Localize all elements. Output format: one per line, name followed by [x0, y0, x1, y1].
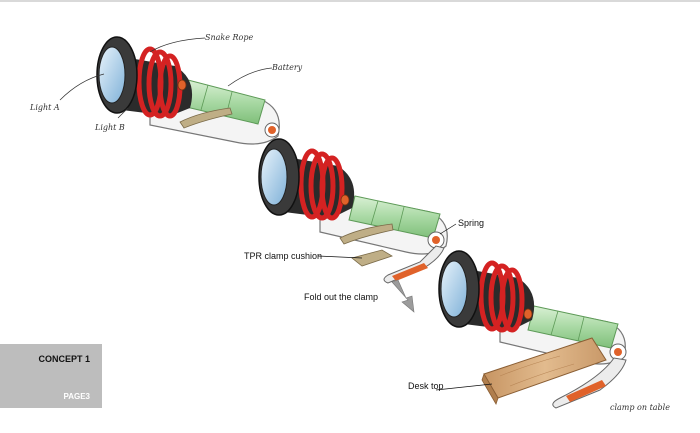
flashlight-view-3: Desk top clamp on table [408, 250, 670, 412]
annotation-clamp-on-table: clamp on table [610, 403, 670, 412]
callout-tpr-clamp-cushion: TPR clamp cushion [244, 251, 322, 261]
callout-desk-top: Desk top [408, 381, 444, 391]
annotation-battery: Battery [271, 63, 303, 72]
rope-strap [179, 107, 233, 129]
callout-spring: Spring [458, 218, 484, 228]
lens [440, 260, 468, 318]
concept-title: CONCEPT 1 [38, 354, 90, 364]
annotation-snake-rope: Snake Rope [205, 33, 253, 42]
tpr-cushion [351, 249, 393, 267]
annotation-light-b: Light B [94, 123, 125, 132]
concept-label-panel: CONCEPT 1 PAGE3 [0, 344, 102, 408]
fold-arrow [391, 279, 415, 313]
callout-fold-out-clamp: Fold out the clamp [304, 292, 378, 302]
page-number: PAGE3 [63, 392, 90, 401]
flashlight-view-2: Spring TPR clamp cushion Fold out the cl… [244, 138, 484, 313]
top-divider [0, 0, 700, 2]
lens [98, 46, 126, 104]
flashlight-view-1: Snake Rope Battery Light A Light B [29, 33, 303, 145]
lens [260, 148, 288, 206]
annotation-light-a: Light A [29, 103, 60, 112]
